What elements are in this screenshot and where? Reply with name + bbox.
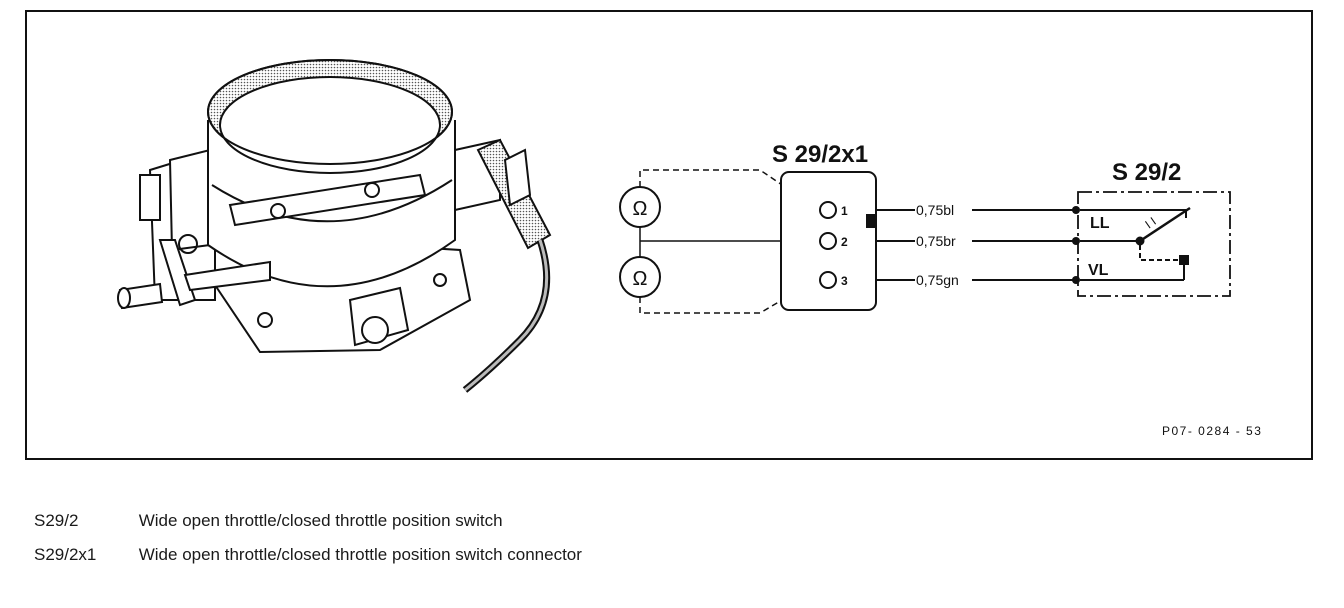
wire-1-label: 0,75bl [916, 202, 954, 218]
figure-id: P07- 0284 - 53 [1162, 424, 1262, 438]
figure-frame [25, 10, 1313, 460]
connector-label: S 29/2x1 [772, 141, 868, 168]
legend-row: S29/2 Wide open throttle/closed throttle… [34, 511, 503, 531]
legend-code: S29/2 [34, 511, 79, 530]
wiring-figure: Ω Ω S 29/2x1 1 2 3 0,75bl 0,75br 0,75gn … [25, 10, 1313, 460]
pin-3-socket [819, 271, 837, 289]
legend-code: S29/2x1 [34, 545, 97, 564]
pin-3-label: 3 [841, 274, 848, 288]
switch-terminal-vl [1072, 276, 1080, 284]
pin-2-label: 2 [841, 235, 848, 249]
legend-description: Wide open throttle/closed throttle posit… [138, 511, 503, 530]
switch-label: S 29/2 [1112, 159, 1181, 186]
pin-2-socket [819, 232, 837, 250]
switch-contacts [1080, 206, 1191, 281]
legend-description: Wide open throttle/closed throttle posit… [138, 545, 582, 564]
legend-row: S29/2x1 Wide open throttle/closed thrott… [34, 545, 582, 565]
switch-terminal-common [1072, 237, 1080, 245]
pin-1-label: 1 [841, 204, 848, 218]
throttle-body-illustration [117, 59, 552, 393]
terminal-ll-label: LL [1090, 215, 1110, 232]
connector-latch [866, 214, 875, 228]
meter-symbol-lower: Ω [633, 268, 648, 290]
ohmmeter-lower: Ω [619, 256, 661, 298]
wire-2-label: 0,75br [916, 233, 956, 249]
meter-symbol-upper: Ω [633, 198, 648, 220]
wire-3-label: 0,75gn [916, 272, 959, 288]
ohmmeter-upper: Ω [619, 186, 661, 228]
pin-1-socket [819, 201, 837, 219]
terminal-vl-label: VL [1088, 262, 1109, 279]
switch-terminal-ll [1072, 206, 1080, 214]
wire-harness [875, 202, 1076, 281]
